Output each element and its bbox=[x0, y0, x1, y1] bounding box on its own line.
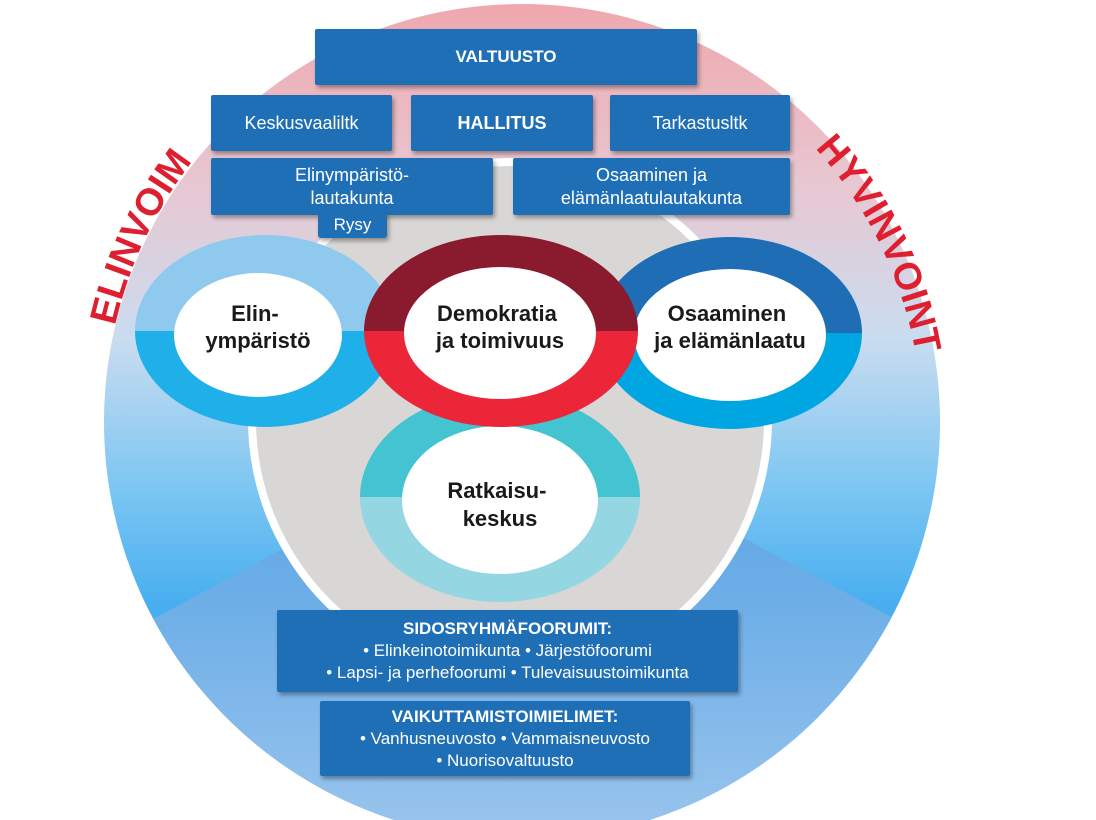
vaikuttamistoimielimet-line-1: • Vanhusneuvosto • Vammaisneuvosto bbox=[359, 728, 651, 748]
osaaminen-lautakunta-line-1: Osaaminen ja bbox=[595, 164, 708, 185]
sidosryhmafoorumit-box: SIDOSRYHMÄFOORUMIT: • Elinkeinotoimikunt… bbox=[277, 610, 738, 692]
ring-osaaminen: Osaaminen ja elämänlaatu bbox=[598, 237, 862, 429]
ring-right-label: Osaaminen ja elämänlaatu bbox=[653, 301, 806, 353]
sidosryhmafoorumit-line-2: • Lapsi- ja perhefoorumi • Tulevaisuusto… bbox=[326, 663, 689, 682]
vaikuttamistoimielimet-line-2: • Nuorisovaltuusto bbox=[436, 750, 574, 770]
osaaminen-lautakunta-line-2: elämänlaatulautakunta bbox=[560, 187, 743, 208]
elinymparisto-lautakunta-line-2: lautakunta bbox=[310, 187, 394, 208]
sidosryhmafoorumit-heading: SIDOSRYHMÄFOORUMIT: bbox=[402, 619, 613, 638]
valtuusto-box: VALTUUSTO bbox=[315, 29, 697, 85]
hallitus-box: HALLITUS bbox=[411, 95, 593, 151]
rysy-label: Rysy bbox=[333, 215, 372, 234]
ring-bottom-label: Ratkaisu- keskus bbox=[447, 478, 552, 531]
tarkastusltk-label: Tarkastusltk bbox=[652, 113, 748, 133]
valtuusto-label: VALTUUSTO bbox=[455, 47, 557, 66]
ring-left-label: Elin- ympäristö bbox=[205, 301, 310, 353]
rysy-box: Rysy bbox=[318, 212, 387, 238]
elinymparisto-lautakunta-box: Elinympäristö- lautakunta bbox=[211, 158, 493, 215]
osaaminen-lautakunta-box: Osaaminen ja elämänlaatulautakunta bbox=[513, 158, 790, 215]
keskusvaaliltk-label: Keskusvaaliltk bbox=[244, 113, 359, 133]
ring-demokratia: Demokratia ja toimivuus bbox=[364, 235, 638, 427]
vaikuttamistoimielimet-heading: VAIKUTTAMISTOIMIELIMET: bbox=[391, 706, 619, 726]
ring-center-label: Demokratia ja toimivuus bbox=[435, 301, 564, 353]
keskusvaaliltk-box: Keskusvaaliltk bbox=[211, 95, 392, 151]
tarkastusltk-box: Tarkastusltk bbox=[610, 95, 790, 151]
hallitus-label: HALLITUS bbox=[457, 113, 547, 133]
ring-elinymparisto: Elin- ympäristö bbox=[135, 235, 395, 427]
elinymparisto-lautakunta-line-1: Elinympäristö- bbox=[294, 164, 410, 185]
ring-ratkaisukeskus: Ratkaisu- keskus bbox=[360, 392, 640, 602]
sidosryhmafoorumit-line-1: • Elinkeinotoimikunta • Järjestöfoorumi bbox=[363, 641, 652, 660]
vaikuttamistoimielimet-box: VAIKUTTAMISTOIMIELIMET: • Vanhusneuvosto… bbox=[320, 701, 690, 776]
